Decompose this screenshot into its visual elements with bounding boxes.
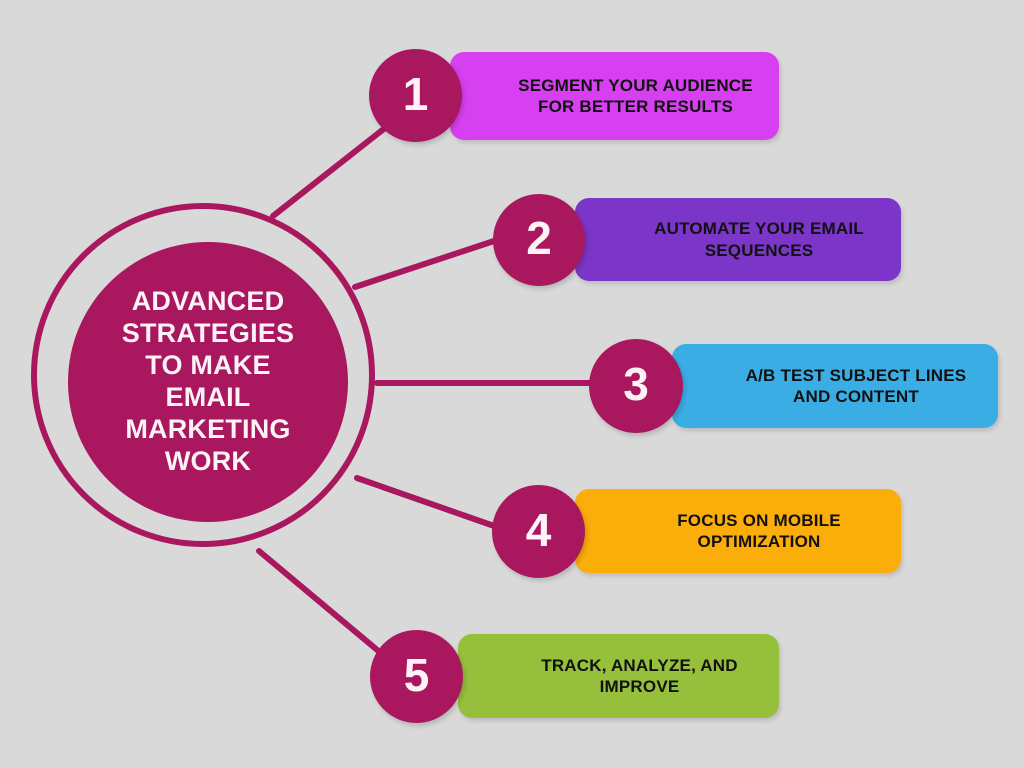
step-badge-5[interactable]: 5 [370,630,463,723]
step-badge-1[interactable]: 1 [369,49,462,142]
step-bar-5[interactable]: TRACK, ANALYZE, AND IMPROVE [458,634,779,718]
connector-line-5 [256,548,385,657]
connector-line-2 [352,237,500,290]
hub-outer-ring [31,203,375,547]
step-bar-3[interactable]: A/B TEST SUBJECT LINES AND CONTENT [672,344,998,428]
step-number-1: 1 [402,67,429,120]
step-badge-3[interactable]: 3 [589,339,683,433]
step-label-1: SEGMENT YOUR AUDIENCE FOR BETTER RESULTS [518,75,753,116]
step-number-5: 5 [403,648,430,701]
step-number-2: 2 [526,212,552,264]
hub-circle: ADVANCED STRATEGIES TO MAKE EMAIL MARKET… [68,242,348,522]
step-badge-4[interactable]: 4 [492,485,585,578]
step-badge-2[interactable]: 2 [493,194,585,286]
step-label-2: AUTOMATE YOUR EMAIL SEQUENCES [654,219,864,260]
step-bar-4[interactable]: FOCUS ON MOBILE OPTIMIZATION [575,489,901,573]
step-bar-2[interactable]: AUTOMATE YOUR EMAIL SEQUENCES [575,198,901,281]
step-number-3: 3 [623,358,649,410]
step-label-5: TRACK, ANALYZE, AND IMPROVE [541,655,738,696]
step-label-3: A/B TEST SUBJECT LINES AND CONTENT [745,365,967,406]
step-bar-1[interactable]: SEGMENT YOUR AUDIENCE FOR BETTER RESULTS [450,52,779,140]
hub-title: ADVANCED STRATEGIES TO MAKE EMAIL MARKET… [121,286,295,476]
connector-line-1 [270,125,388,219]
step-label-4: FOCUS ON MOBILE OPTIMIZATION [677,510,841,551]
step-number-4: 4 [525,503,552,556]
connector-line-4 [354,475,500,530]
